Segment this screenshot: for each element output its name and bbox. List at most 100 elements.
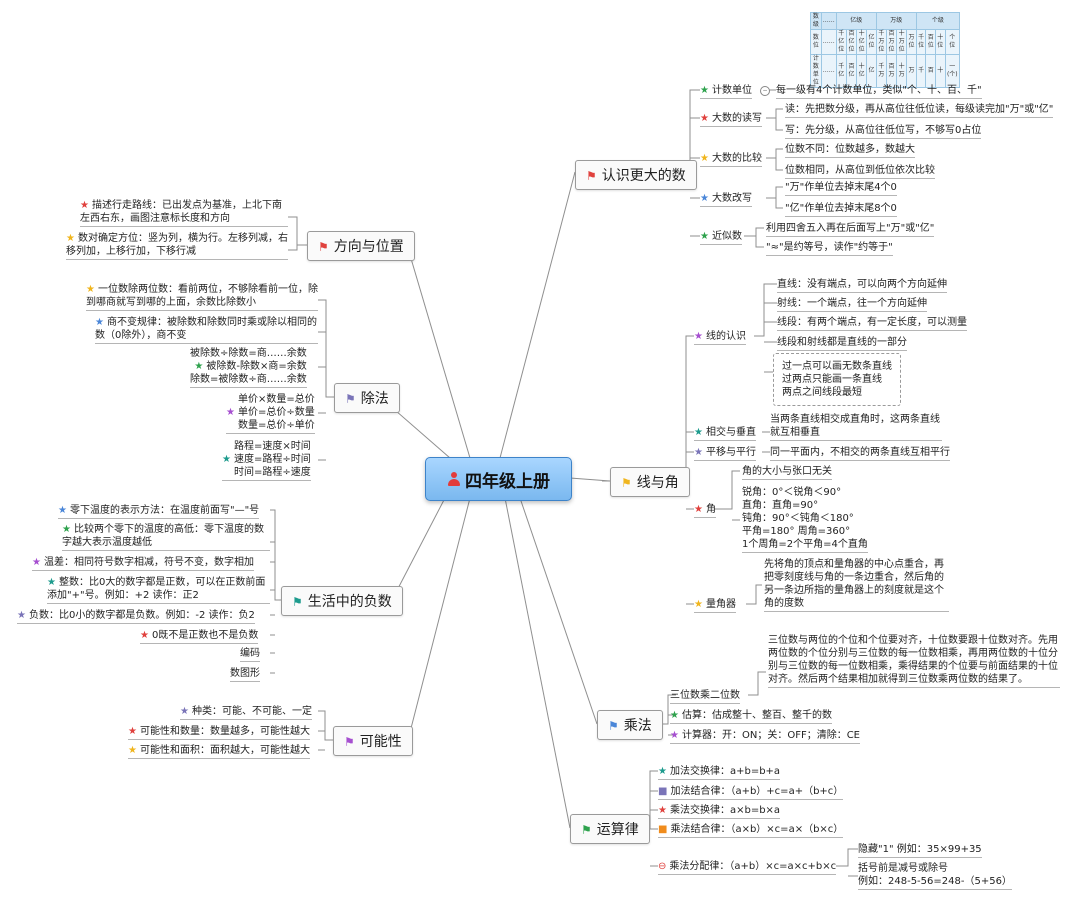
compare-digits: 位数不同：位数越多，数越大 <box>785 143 915 158</box>
writing-rule: 写：先分级，从高位往低位写，不够写0占位 <box>785 124 982 139</box>
flag-icon: ⚑ <box>292 595 303 609</box>
star-icon: ★ <box>694 447 703 458</box>
topic-rewrite[interactable]: ★大数改写 <box>700 192 752 207</box>
law-distributive: ⊖乘法分配律：（a+b）×c=a×c+b×c <box>658 860 837 875</box>
minus-circle-icon: ⊖ <box>658 861 667 872</box>
star-icon: ★ <box>226 407 235 418</box>
rewrite-yi: "亿"作单位去掉末尾8个0 <box>785 202 897 217</box>
topic-three-by-two[interactable]: 三位数乘二位数 <box>670 689 740 704</box>
branch-lines-angles[interactable]: ⚑线与角 <box>610 467 690 497</box>
topic-reading-writing[interactable]: ★大数的读写 <box>700 112 762 127</box>
flag-icon: ⚑ <box>344 735 355 749</box>
branch-label: 除法 <box>360 391 389 407</box>
compare-same: 位数相同，从高位到低位依次比较 <box>785 164 935 179</box>
approx-symbol: "≈"是约等号，读作"约等于" <box>766 241 893 256</box>
flag-icon: ⚑ <box>621 476 632 490</box>
topic-compare[interactable]: ★大数的比较 <box>700 152 762 167</box>
line-segment: 线段：有两个端点，有一定长度，可以测量 <box>777 316 967 331</box>
division-relation: 被除数÷除数=商……余数 ★被除数-除数×商=余数 除数=被除数÷商……余数 <box>190 347 307 388</box>
star-icon: ★ <box>180 706 189 717</box>
place-value-table: 数级…… 亿级 万级 个级 数位…… 千亿位百亿位 十亿位亿位 千万位百万位 十… <box>810 12 961 88</box>
star-icon: ★ <box>47 577 56 588</box>
line-notes-box: 过一点可以画无数条直线 过两点只能画一条直线 两点之间线段最短 <box>773 353 901 406</box>
three-by-two-detail: 三位数与两位的个位和个位要对齐，十位数要跟十位数对齐。先用两位数的个位分别与三位… <box>768 634 1060 688</box>
temp-notation: ★零下温度的表示方法：在温度前面写"—"号 <box>58 504 260 519</box>
branch-label: 方向与位置 <box>333 239 404 255</box>
parallel-detail: 同一平面内，不相交的两条直线互相平行 <box>770 446 950 461</box>
topic-approx[interactable]: ★近似数 <box>700 230 742 245</box>
branch-negatives[interactable]: ⚑ 生活中的负数 <box>281 586 403 616</box>
star-icon: ★ <box>80 200 89 211</box>
route-desc: ★描述行走路线：已出发点为基准，上北下南左西右东，画图注意标长度和方向 <box>80 199 288 227</box>
star-icon: ★ <box>694 504 703 515</box>
topic-protractor[interactable]: ★量角器 <box>694 598 736 613</box>
star-icon: ★ <box>658 805 667 816</box>
quotient-invariant: ★商不变规律：被除数和除数同时乘或除以相同的数（0除外），商不变 <box>95 316 318 344</box>
topic-parallel[interactable]: ★平移与平行 <box>694 446 756 461</box>
star-icon: ★ <box>32 557 41 568</box>
angle-kinds: 锐角：0°＜锐角＜90° 直角：直角=90° 钝角：90°＜钝角＜180° 平角… <box>742 486 868 553</box>
star-icon: ★ <box>700 193 709 204</box>
one-digit-division: ★一位数除两位数：看前两位，不够除看前一位，除到哪商就写到哪的上面，余数比除数小 <box>86 283 318 311</box>
topic-angle[interactable]: ★角 <box>694 503 716 518</box>
branch-big-numbers[interactable]: ⚑ 认识更大的数 <box>575 160 697 190</box>
branch-laws[interactable]: ⚑ 运算律 <box>570 814 650 844</box>
branch-multiplication[interactable]: ⚑乘法 <box>597 710 663 740</box>
temp-difference: ★温差：相同符号数字相减，符号不变，数字相加 <box>32 556 254 571</box>
number-pair-desc: ★数对确定方位：竖为列，横为行。左移列减，右移列加，上移行加，下移行减 <box>66 232 288 260</box>
branch-label: 运算律 <box>596 822 639 838</box>
central-topic[interactable]: 四年级上册 <box>425 457 572 501</box>
positive-numbers: ★整数：比0大的数字都是正数，可以在正数前面添加"+"号。例如：+2 读作：正2 <box>47 576 270 604</box>
square-icon: ■ <box>658 824 668 835</box>
branch-label: 生活中的负数 <box>307 594 392 610</box>
table-row: 计数单位…… 千亿百亿 十亿亿 千万百万 十万万 千百 十一(个) <box>810 54 961 88</box>
distributive-hidden-one: 隐藏"1" 例如：35×99+35 <box>858 843 982 858</box>
branch-label: 认识更大的数 <box>601 168 686 184</box>
star-icon: ★ <box>694 331 703 342</box>
rewrite-wan: "万"作单位去掉末尾4个0 <box>785 181 897 196</box>
topic-count-shapes[interactable]: 数图形 <box>230 667 260 682</box>
topic-perpendicular[interactable]: ★相交与垂直 <box>694 426 756 441</box>
flag-icon: ⚑ <box>581 823 592 837</box>
line-part: 线段和射线都是直线的一部分 <box>777 336 907 351</box>
temp-compare: ★比较两个零下的温度的高低：零下温度的数字越大表示温度越低 <box>62 523 270 551</box>
topic-code[interactable]: 编码 <box>240 647 260 662</box>
law-mul-associative: ■乘法结合律：（a×b）×c=a×（b×c） <box>658 823 844 838</box>
star-icon: ★ <box>128 726 137 737</box>
branch-label: 可能性 <box>359 734 402 750</box>
branch-possibility[interactable]: ⚑ 可能性 <box>333 726 413 756</box>
branch-direction[interactable]: ⚑ 方向与位置 <box>307 231 415 261</box>
topic-lines[interactable]: ★线的认识 <box>694 330 746 345</box>
star-icon: ★ <box>128 745 137 756</box>
perpendicular-detail: 当两条直线相交成直角时，这两条直线就互相垂直 <box>770 413 942 441</box>
star-icon: ★ <box>95 317 104 328</box>
star-icon: ★ <box>700 113 709 124</box>
table-row: 数位…… 千亿位百亿位 十亿位亿位 千万位百万位 十万位万位 千位百位 十位个位 <box>810 29 961 55</box>
star-icon: ★ <box>670 730 679 741</box>
branch-division[interactable]: ⚑ 除法 <box>334 383 400 413</box>
star-icon: ★ <box>658 766 667 777</box>
flag-icon: ⚑ <box>586 169 597 183</box>
flag-icon: ⚑ <box>318 240 329 254</box>
law-mul-commutative: ★乘法交换律：a×b=b×a <box>658 804 781 819</box>
approx-rule: 利用四舍五入再在后面写上"万"或"亿" <box>766 222 935 237</box>
table-row: 数级…… 亿级 万级 个级 <box>810 12 961 30</box>
estimate-rule: ★估算：估成整十、整百、整千的数 <box>670 709 832 724</box>
star-icon: ★ <box>700 85 709 96</box>
line-straight: 直线：没有端点，可以向两个方向延伸 <box>777 278 947 293</box>
flag-icon: ⚑ <box>345 392 356 406</box>
star-icon: ★ <box>700 153 709 164</box>
law-add-commutative: ★加法交换律：a+b=b+a <box>658 765 781 780</box>
price-relation: 单价×数量=总价 ★单价=总价÷数量 数量=总价÷单价 <box>226 393 315 434</box>
star-icon: ★ <box>17 610 26 621</box>
star-icon: ★ <box>694 599 703 610</box>
star-icon: ★ <box>62 524 71 535</box>
star-icon: ★ <box>66 233 75 244</box>
collapse-toggle[interactable]: − <box>760 86 770 96</box>
reading-rule: 读：先把数分级，再从高位往低位读，每级读完加"万"或"亿" <box>785 103 1054 118</box>
distributive-bracket: 括号前是减号或除号 例如：248-5-56=248-（5+56） <box>858 862 1012 890</box>
star-icon: ★ <box>694 427 703 438</box>
speed-relation: 路程=速度×时间 ★速度=路程÷时间 时间=路程÷速度 <box>222 440 311 481</box>
possibility-quantity: ★可能性和数量：数量越多，可能性越大 <box>128 725 310 740</box>
topic-counting-unit[interactable]: ★计数单位 <box>700 84 752 99</box>
